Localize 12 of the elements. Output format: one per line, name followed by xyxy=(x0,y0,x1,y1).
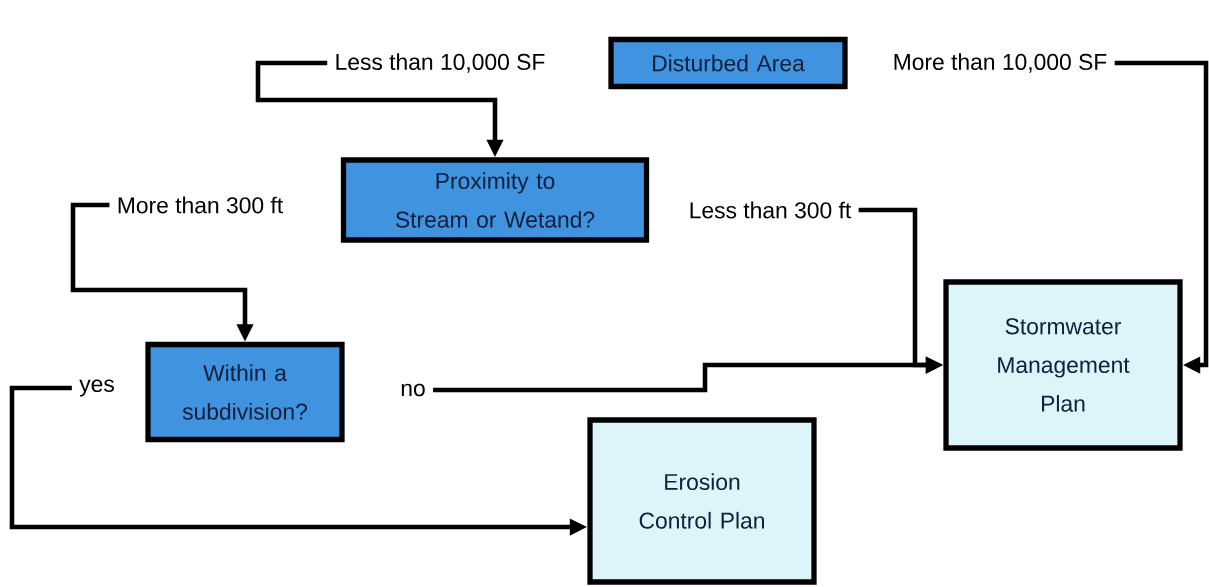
connector-arrow xyxy=(1114,60,1209,374)
branch-label: Less than 10,000 SF xyxy=(336,53,545,73)
branch-label: More than 10,000 SF xyxy=(894,53,1107,73)
branch-label: More than 300 ft xyxy=(118,196,283,214)
decision-box: Within a subdivision? xyxy=(145,341,345,443)
decision-box: Proximity to Stream or Wetand? xyxy=(340,157,650,243)
outcome-box: Erosion Control Plan xyxy=(587,417,817,585)
branch-label: yes xyxy=(79,379,114,397)
decision-box: Disturbed Area xyxy=(608,36,848,90)
branch-label: no xyxy=(401,383,425,397)
outcome-box: Stormwater Management Plan xyxy=(943,279,1183,451)
branch-label: Less than 300 ft xyxy=(690,201,852,219)
